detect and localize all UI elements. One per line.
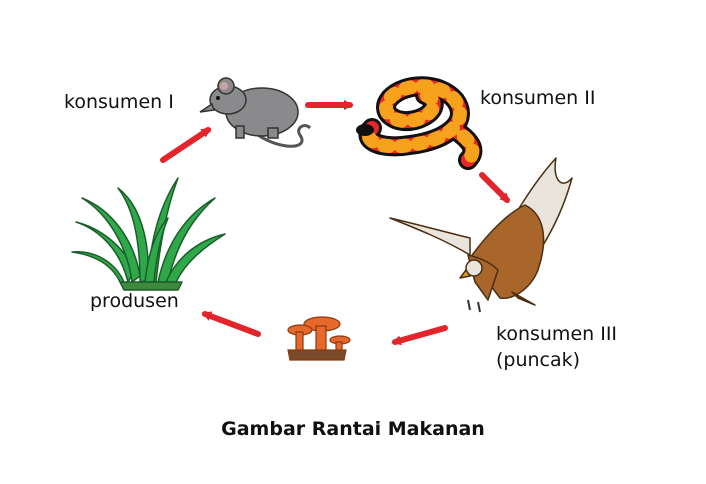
label-producer: produsen [90, 290, 179, 312]
label-consumer3-note: (puncak) [496, 349, 581, 371]
grass-icon [71, 177, 226, 291]
label-consumer1: konsumen I [64, 91, 174, 113]
diagram-caption: Gambar Rantai Makanan [221, 418, 485, 440]
mouse-icon [199, 77, 312, 148]
hawk-icon [389, 157, 573, 313]
arrow-consumer2-to-consumer3 [479, 172, 510, 203]
snake-icon [356, 76, 483, 170]
mushroom-icon [287, 316, 351, 361]
label-consumer2: konsumen II [480, 87, 596, 109]
arrow-producer-to-consumer1 [160, 127, 212, 163]
arrow-consumer3-to-decomposer [391, 325, 448, 346]
arrow-decomposer-to-producer [201, 311, 261, 337]
food-chain-arrows [160, 100, 510, 346]
label-consumer3: konsumen III [496, 323, 618, 345]
